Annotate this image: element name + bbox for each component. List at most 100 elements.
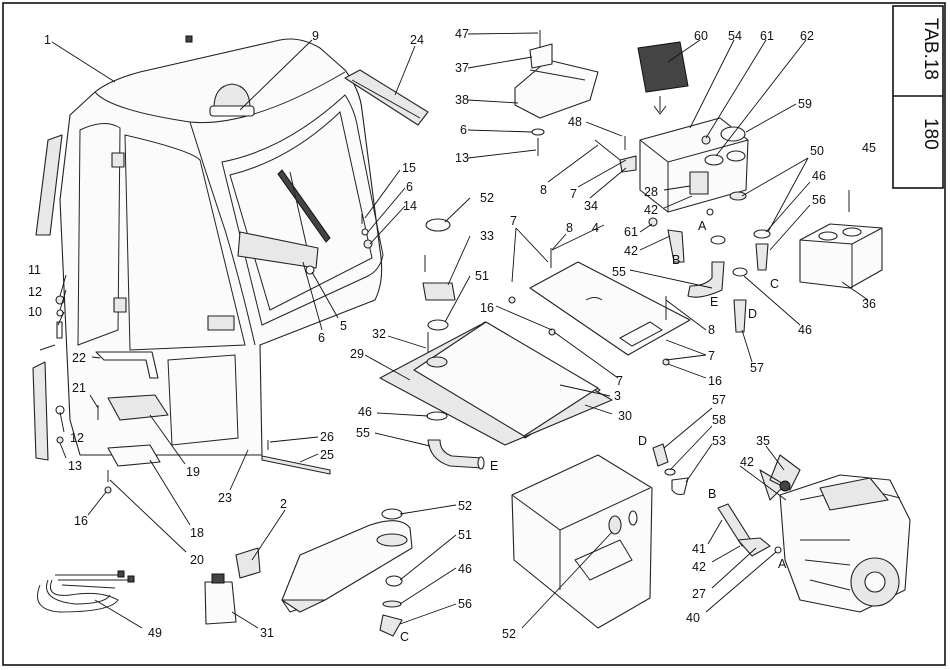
filter-arrow <box>653 96 667 115</box>
leader-22 <box>91 356 101 359</box>
tray-hole <box>628 510 638 526</box>
fitting-a <box>706 208 714 216</box>
hose-56-c <box>755 243 769 271</box>
callout-27: 27 <box>692 587 706 601</box>
leader-20a <box>109 479 187 553</box>
leader-21 <box>89 394 99 409</box>
fan-hub <box>779 480 791 492</box>
leader-56a <box>769 204 811 251</box>
filter-60 <box>637 41 689 93</box>
clamp-e <box>710 235 726 245</box>
fitting-61 <box>648 217 658 227</box>
nut-14 <box>363 239 373 249</box>
callout-42c: 42 <box>740 455 754 469</box>
elbow-56-lower <box>379 614 403 637</box>
leader-48 <box>585 121 623 137</box>
leader-57a <box>741 329 753 363</box>
callout-32: 32 <box>372 327 386 341</box>
leader-61a <box>705 39 767 139</box>
leader-7d2 <box>665 354 707 361</box>
tray-edges <box>511 487 651 590</box>
leader-19 <box>149 414 186 465</box>
callout-21: 21 <box>72 381 86 395</box>
callout-36: 36 <box>862 297 876 311</box>
callout-16b: 16 <box>480 301 494 315</box>
door-hinge-upper <box>111 152 125 168</box>
callout-33: 33 <box>480 229 494 243</box>
washer-reservoir <box>204 547 261 625</box>
left-hardware <box>32 295 65 461</box>
cover-plate-4 <box>529 261 691 356</box>
harness-connector-1 <box>117 570 125 578</box>
leader-11 <box>59 274 67 297</box>
bolt-10 <box>56 321 63 339</box>
leader-34 <box>589 167 627 199</box>
leader-55b <box>374 432 431 447</box>
fitting-40 <box>774 546 782 554</box>
cover-slot <box>619 321 663 347</box>
leader-9 <box>239 39 313 111</box>
center-console <box>281 508 413 637</box>
callout-12a: 12 <box>28 285 42 299</box>
mark-A-engine: A <box>778 557 787 571</box>
bracket-38-ribs <box>529 69 586 81</box>
leader-58 <box>669 425 713 471</box>
control-knob-2 <box>842 227 862 237</box>
reservoir-tank <box>204 581 237 625</box>
hose-55-left <box>426 411 485 470</box>
flywheel-hub <box>864 571 886 593</box>
callout-52c: 52 <box>458 499 472 513</box>
leader-52b <box>521 531 613 629</box>
callout-8c: 8 <box>708 323 715 337</box>
leader-13b <box>467 149 537 159</box>
grommet-51-floor <box>427 319 449 331</box>
clamp-46-c <box>753 229 771 239</box>
bolt-8-heater <box>594 139 621 161</box>
leader-24 <box>394 45 416 96</box>
leader-16c <box>667 363 707 379</box>
leader-54 <box>689 39 735 129</box>
step-plate-19 <box>107 394 169 421</box>
callout-34: 34 <box>584 199 598 213</box>
control-box <box>799 190 883 289</box>
leader-7b <box>511 227 517 283</box>
leader-46b <box>376 412 429 417</box>
title-block-frame <box>892 5 944 189</box>
harness-connector-2 <box>127 575 135 583</box>
wiper-assembly <box>237 169 331 275</box>
beacon-base <box>209 105 255 117</box>
lifting-eye <box>185 35 193 43</box>
leader-35 <box>765 445 785 471</box>
heater-unit <box>637 41 749 213</box>
leader-13a <box>59 442 67 459</box>
callout-6c: 6 <box>460 123 467 137</box>
leader-50b <box>767 157 809 233</box>
tab-label: TAB.18 <box>920 18 941 80</box>
control-knob-1 <box>818 231 838 241</box>
leader-18 <box>149 459 191 526</box>
heater-box-edges <box>639 139 749 212</box>
hose-b-upper <box>667 229 685 263</box>
hose-57-d <box>733 299 747 333</box>
callout-41: 41 <box>692 542 706 556</box>
leader-7c <box>553 331 619 379</box>
callout-46d: 46 <box>458 562 472 576</box>
callout-55a: 55 <box>612 265 626 279</box>
nut-16 <box>104 486 112 494</box>
sun-visor <box>344 69 429 126</box>
leader-50 <box>741 157 809 197</box>
callout-30: 30 <box>618 409 632 423</box>
callout-42a: 42 <box>644 203 658 217</box>
callout-51a: 51 <box>475 269 489 283</box>
bracket-2 <box>235 547 261 579</box>
callout-47: 47 <box>455 27 469 41</box>
callout-37: 37 <box>455 61 469 75</box>
screw-61-heater <box>701 135 711 145</box>
callout-38: 38 <box>455 93 469 107</box>
callout-56a: 56 <box>812 193 826 207</box>
callout-7d: 7 <box>708 349 715 363</box>
harness-loop-2 <box>46 579 111 605</box>
cab-door-window <box>124 134 246 351</box>
